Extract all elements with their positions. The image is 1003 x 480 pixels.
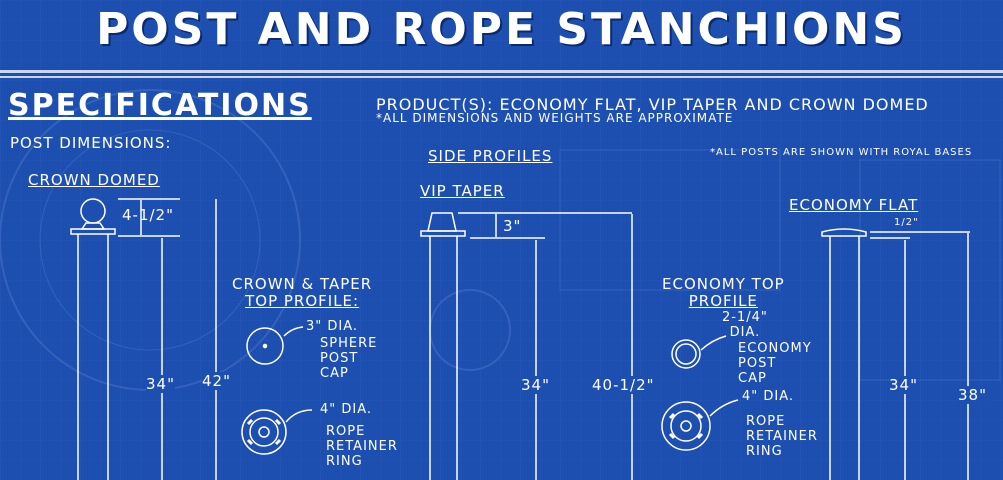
economy-ring-label-line3: RING <box>746 444 783 459</box>
economy-heading-line1: ECONOMY TOP <box>662 275 785 293</box>
economy-cap-diameter: 2-1/4" DIA. <box>722 310 768 340</box>
bases-note: *ALL POSTS ARE SHOWN WITH ROYAL BASES <box>710 147 973 158</box>
crown-taper-top-profile <box>241 326 313 455</box>
economy-flat-post <box>821 228 970 480</box>
economy-top-dimension: 1/2" <box>894 217 919 228</box>
page-title: POST AND ROPE STANCHIONS <box>96 4 907 55</box>
economy-height-38: 38" <box>958 386 987 404</box>
economy-profile-heading: ECONOMY TOP PROFILE <box>662 276 785 310</box>
vip-height-34: 34" <box>521 376 550 394</box>
crown-height-42: 42" <box>202 372 231 390</box>
economy-cap-label-line1: ECONOMY <box>738 341 812 356</box>
crown-ring-label-line1: ROPE <box>326 424 366 439</box>
vip-taper-post <box>420 212 633 480</box>
economy-flat-title: ECONOMY FLAT <box>789 196 919 214</box>
products-line: PRODUCT(S): ECONOMY FLAT, VIP TAPER AND … <box>376 95 929 114</box>
economy-cap-label-line3: CAP <box>738 371 767 386</box>
side-profiles-label: SIDE PROFILES <box>428 147 553 165</box>
economy-cap-label-line2: POST <box>738 356 777 371</box>
sphere-cap-label-line3: CAP <box>320 366 349 381</box>
economy-ring-diameter: 4" DIA. <box>742 389 795 404</box>
title-divider <box>0 70 1003 73</box>
economy-ring-label-line1: ROPE <box>746 414 786 429</box>
sphere-cap-label: SPHERE POST CAP <box>320 336 377 381</box>
economy-cap-label: ECONOMY POST CAP <box>738 341 812 386</box>
sphere-cap-label-line1: SPHERE <box>320 336 378 351</box>
sphere-cap-label-line2: POST <box>320 351 359 366</box>
economy-heading-line2: PROFILE <box>688 292 758 310</box>
economy-ring-label-line2: RETAINER <box>746 429 818 444</box>
crown-ring-label: ROPE RETAINER RING <box>326 424 398 469</box>
crown-taper-profile-heading: CROWN & TAPER TOP PROFILE: <box>232 276 372 310</box>
crown-ring-label-line2: RETAINER <box>326 439 398 454</box>
crown-domed-title: CROWN DOMED <box>28 171 160 189</box>
specifications-heading: SPECIFICATIONS <box>8 88 312 123</box>
economy-cap-diameter-line1: 2-1/4" <box>722 310 768 325</box>
economy-ring-label: ROPE RETAINER RING <box>746 414 818 459</box>
sphere-cap-diameter: 3" DIA. <box>306 319 359 334</box>
economy-height-34: 34" <box>889 376 918 394</box>
crown-ring-label-line3: RING <box>326 454 363 469</box>
crown-taper-heading-line2: TOP PROFILE: <box>245 292 360 310</box>
crown-height-34: 34" <box>146 375 175 393</box>
economy-cap-diameter-line2: DIA. <box>729 325 761 340</box>
post-dimensions-label: POST DIMENSIONS: <box>10 134 172 152</box>
vip-top-dimension: 3" <box>503 217 522 235</box>
crown-ring-diameter: 4" DIA. <box>320 402 373 417</box>
approximate-note: *ALL DIMENSIONS AND WEIGHTS ARE APPROXIM… <box>376 111 734 125</box>
vip-taper-title: VIP TAPER <box>420 182 505 200</box>
title-divider-lower <box>0 76 1003 78</box>
crown-taper-heading-line1: CROWN & TAPER <box>232 275 373 293</box>
crown-top-dimension: 4-1/2" <box>122 206 174 224</box>
economy-top-profile <box>661 335 739 451</box>
crown-domed-post <box>70 198 217 480</box>
vip-height-40: 40-1/2" <box>592 376 655 394</box>
